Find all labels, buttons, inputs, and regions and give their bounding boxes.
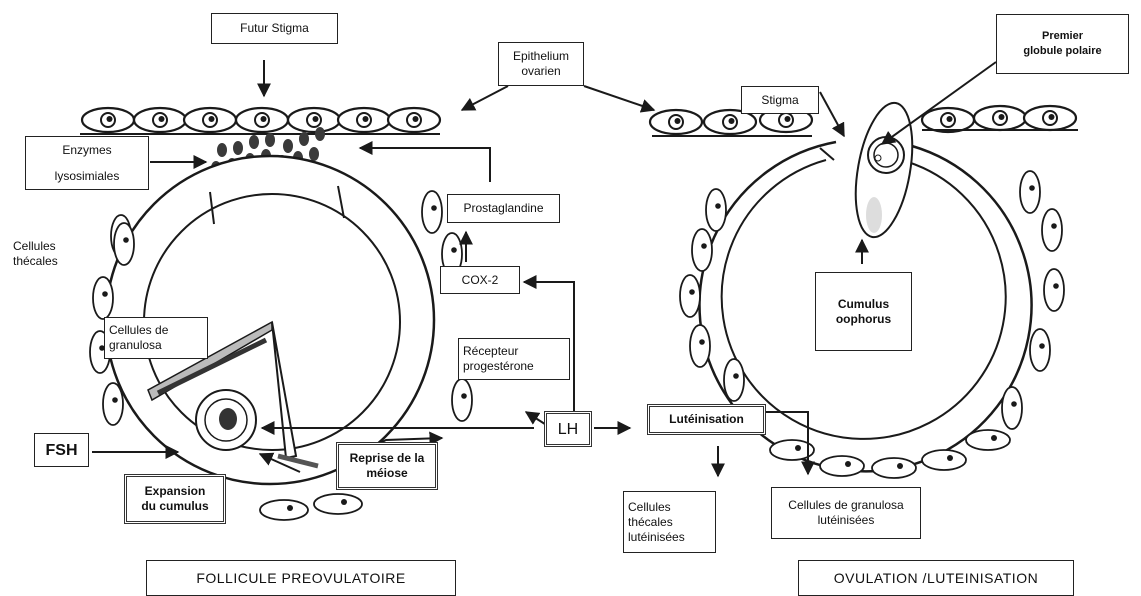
label-reprise-meiose: Reprise de la méiose xyxy=(336,442,438,490)
label-cellules-thecales-luteinisees: Cellules thécales lutéinisées xyxy=(623,491,716,553)
right-ovarian-epithelium xyxy=(648,104,1078,137)
label-lh: LH xyxy=(544,411,592,447)
label-recepteur-progesterone: Récepteur progestérone xyxy=(458,338,570,380)
label-expansion-cumulus: Expansion du cumulus xyxy=(124,474,226,524)
label-fsh: FSH xyxy=(34,433,89,467)
left-ovarian-epithelium xyxy=(80,106,442,135)
title-ovulation-luteinisation: OVULATION /LUTEINISATION xyxy=(798,560,1074,596)
label-cumulus-oophorus: Cumulus oophorus xyxy=(815,272,912,351)
label-enzymes-lysosimiales: Enzymes lysosimiales xyxy=(25,136,149,190)
label-cox2: COX-2 xyxy=(440,266,520,294)
label-luteinisation: Lutéinisation xyxy=(647,404,766,435)
title-follicule-preovulatoire: FOLLICULE PREOVULATOIRE xyxy=(146,560,456,596)
label-prostaglandine: Prostaglandine xyxy=(447,194,560,223)
label-premier-globule-polaire: Premier globule polaire xyxy=(996,14,1129,74)
label-cellules-granulosa-luteinisees: Cellules de granulosa lutéinisées xyxy=(771,487,921,539)
label-stigma: Stigma xyxy=(741,86,819,114)
label-epithelium-ovarien: Epithelium ovarien xyxy=(498,42,584,86)
label-cellules-granulosa: Cellules de granulosa xyxy=(104,317,208,359)
preovulatory-follicle xyxy=(89,154,473,521)
label-futur-stigma: Futur Stigma xyxy=(211,13,338,44)
arrows xyxy=(92,60,997,478)
label-cellules-thecales: Cellules thécales xyxy=(13,239,58,268)
